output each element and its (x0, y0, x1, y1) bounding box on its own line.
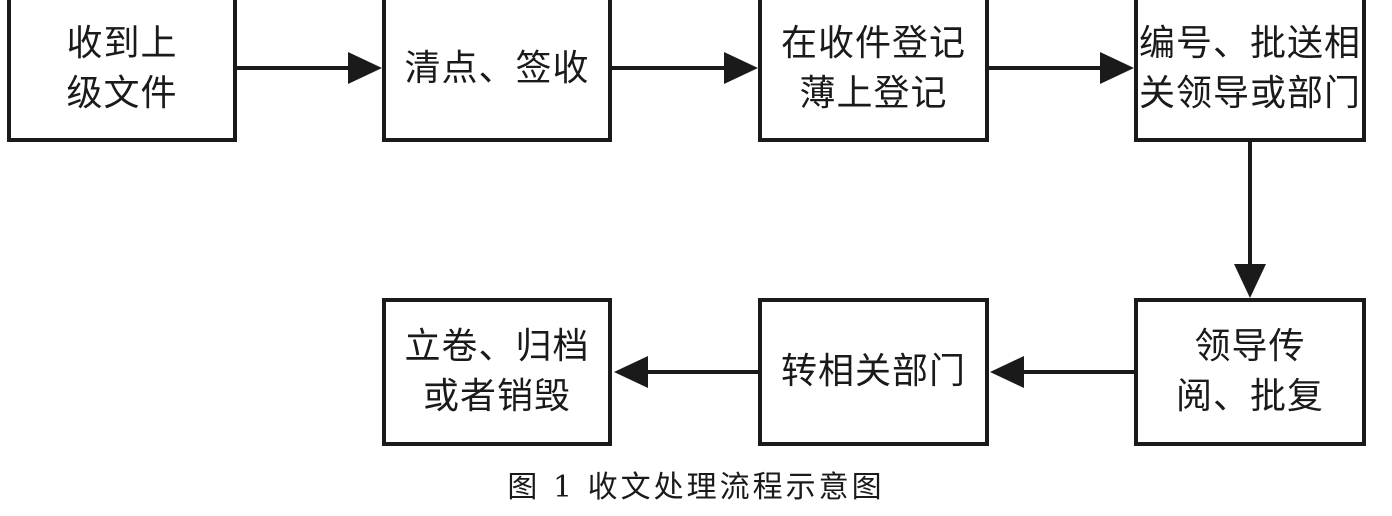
step-register-label: 在收件登记 薄上登记 (780, 23, 966, 114)
step-receive: 收到上 级文件 (7, 0, 237, 142)
step-forward-dept: 转相关部门 (758, 298, 989, 446)
step-count-sign-label: 清点、签收 (404, 48, 590, 89)
step-leader-review: 领导传 阅、批复 (1134, 298, 1366, 446)
figure-caption: 图 1 收文处理流程示意图 (507, 470, 885, 505)
step-count-sign: 清点、签收 (382, 0, 612, 142)
step-leader-review-label: 领导传 阅、批复 (1175, 326, 1324, 417)
arrowhead-register-to-number (1100, 52, 1134, 84)
arrowhead-forward-to-archive (614, 356, 648, 388)
step-archive: 立卷、归档 或者销毁 (382, 298, 612, 446)
arrowhead-number-to-review (1234, 264, 1266, 298)
arrowhead-count-to-register (724, 52, 758, 84)
step-number-send-label: 编号、批送相 关领导或部门 (1138, 23, 1361, 114)
step-number-send: 编号、批送相 关领导或部门 (1134, 0, 1366, 142)
arrowhead-review-to-forward (990, 356, 1024, 388)
step-forward-dept-label: 转相关部门 (780, 351, 966, 392)
step-register: 在收件登记 薄上登记 (758, 0, 989, 142)
step-archive-label: 立卷、归档 或者销毁 (404, 326, 590, 417)
arrowhead-receive-to-count (348, 52, 382, 84)
step-receive-label: 收到上 级文件 (66, 23, 178, 114)
